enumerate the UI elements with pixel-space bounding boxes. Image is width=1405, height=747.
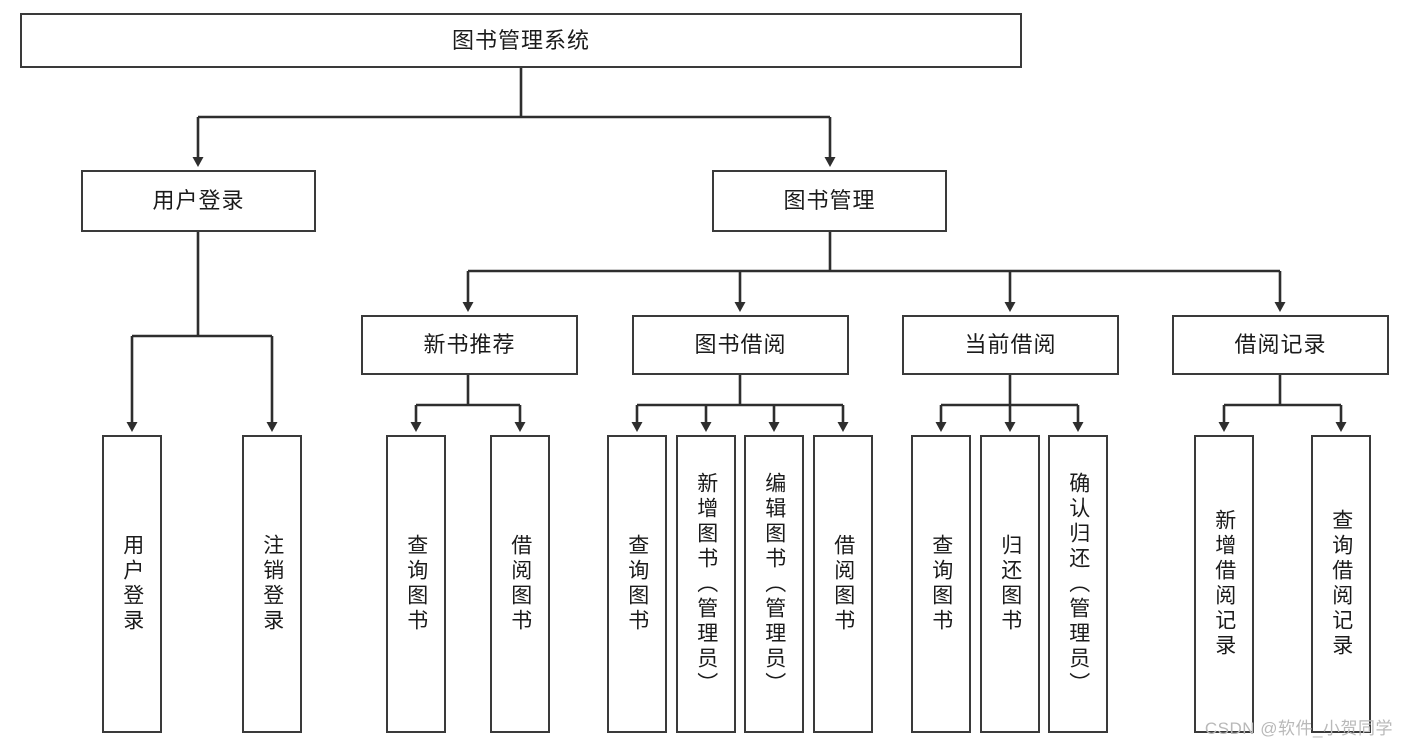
node-leaf-user-login[interactable]: 用户登录 — [102, 435, 162, 733]
node-label: 查询图书 — [625, 534, 649, 634]
node-label: 查询图书 — [404, 534, 428, 634]
node-leaf-query-book-current[interactable]: 查询图书 — [911, 435, 971, 733]
node-label: 查询借阅记录 — [1329, 509, 1353, 659]
node-label: 编辑图书（管理员） — [762, 471, 786, 697]
node-label: 新书推荐 — [423, 332, 516, 357]
node-label: 归还图书 — [998, 534, 1022, 634]
node-new-book-recommend[interactable]: 新书推荐 — [361, 315, 578, 375]
node-leaf-borrow-book-recommend[interactable]: 借阅图书 — [490, 435, 550, 733]
node-book-management[interactable]: 图书管理 — [712, 170, 947, 232]
node-user-login[interactable]: 用户登录 — [81, 170, 316, 232]
node-label: 用户登录 — [152, 188, 245, 213]
node-book-borrow[interactable]: 图书借阅 — [632, 315, 849, 375]
node-leaf-borrow-book[interactable]: 借阅图书 — [813, 435, 873, 733]
node-label: 新增图书（管理员） — [694, 471, 718, 697]
node-label: 查询图书 — [929, 534, 953, 634]
node-root-book-management-system[interactable]: 图书管理系统 — [20, 13, 1022, 68]
node-leaf-confirm-return-admin[interactable]: 确认归还（管理员） — [1048, 435, 1108, 733]
node-leaf-edit-book-admin[interactable]: 编辑图书（管理员） — [744, 435, 804, 733]
node-label: 图书借阅 — [694, 332, 787, 357]
node-leaf-add-book-admin[interactable]: 新增图书（管理员） — [676, 435, 736, 733]
node-label: 图书管理 — [783, 188, 876, 213]
node-label: 当前借阅 — [964, 332, 1057, 357]
node-label: 确认归还（管理员） — [1066, 471, 1090, 697]
node-leaf-query-borrow-record[interactable]: 查询借阅记录 — [1311, 435, 1371, 733]
node-borrow-record[interactable]: 借阅记录 — [1172, 315, 1389, 375]
watermark: CSDN @软件_小贺同学 — [1204, 719, 1393, 738]
node-leaf-add-borrow-record[interactable]: 新增借阅记录 — [1194, 435, 1254, 733]
node-leaf-query-book-recommend[interactable]: 查询图书 — [386, 435, 446, 733]
node-label: 注销登录 — [260, 534, 284, 634]
node-label: 新增借阅记录 — [1212, 509, 1236, 659]
node-leaf-return-book[interactable]: 归还图书 — [980, 435, 1040, 733]
node-label: 用户登录 — [120, 534, 144, 634]
node-current-borrow[interactable]: 当前借阅 — [902, 315, 1119, 375]
node-label: 借阅图书 — [831, 534, 855, 634]
node-leaf-query-book-borrow[interactable]: 查询图书 — [607, 435, 667, 733]
node-label: 借阅记录 — [1234, 332, 1327, 357]
node-label: 借阅图书 — [508, 534, 532, 634]
node-label: 图书管理系统 — [451, 27, 590, 53]
node-leaf-logout-login[interactable]: 注销登录 — [242, 435, 302, 733]
